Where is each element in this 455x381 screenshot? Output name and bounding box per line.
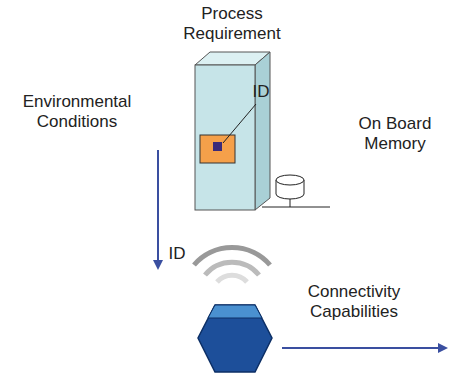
id-label: ID xyxy=(165,244,189,264)
wave-arc xyxy=(217,275,247,282)
memory-wire xyxy=(262,207,330,208)
wave-arc xyxy=(194,247,270,265)
wave-arc xyxy=(205,262,259,275)
env-arrow xyxy=(157,150,159,268)
side-label: Environmental Conditions xyxy=(6,92,148,132)
side-label: On Board Memory xyxy=(340,114,450,154)
disk-top xyxy=(276,175,304,185)
heading-label: Process Requirement xyxy=(157,4,307,44)
leader-line xyxy=(223,104,256,143)
connect-arrow xyxy=(282,347,446,349)
id-chip xyxy=(213,142,222,151)
box-side xyxy=(255,52,270,210)
side-label: Connectivity Capabilities xyxy=(292,282,416,322)
id-tag xyxy=(200,135,235,163)
device-band xyxy=(208,305,262,318)
device-hexagon xyxy=(198,305,272,372)
box-front xyxy=(195,65,255,210)
id-label: ID xyxy=(249,82,273,102)
